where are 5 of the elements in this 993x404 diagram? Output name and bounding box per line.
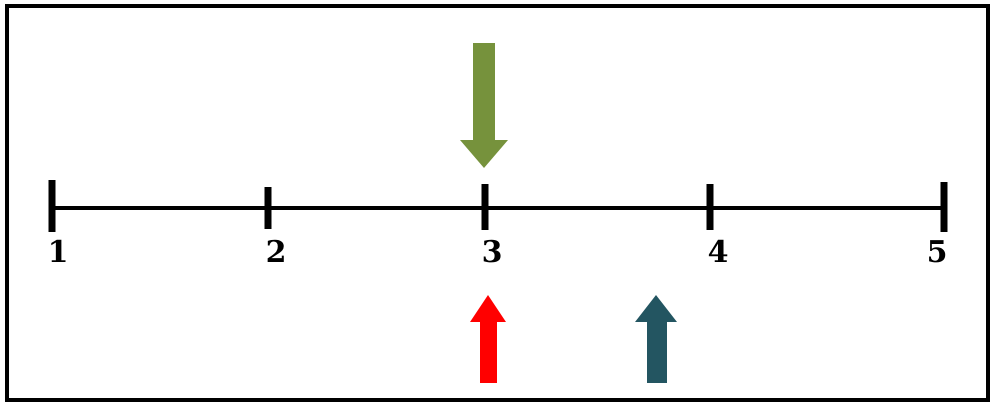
tick-label: 3 <box>482 236 502 270</box>
tick-label: 4 <box>708 236 728 270</box>
tick-label: 5 <box>926 236 948 270</box>
tick-label: 2 <box>266 236 286 270</box>
tick-label: 1 <box>48 236 68 270</box>
